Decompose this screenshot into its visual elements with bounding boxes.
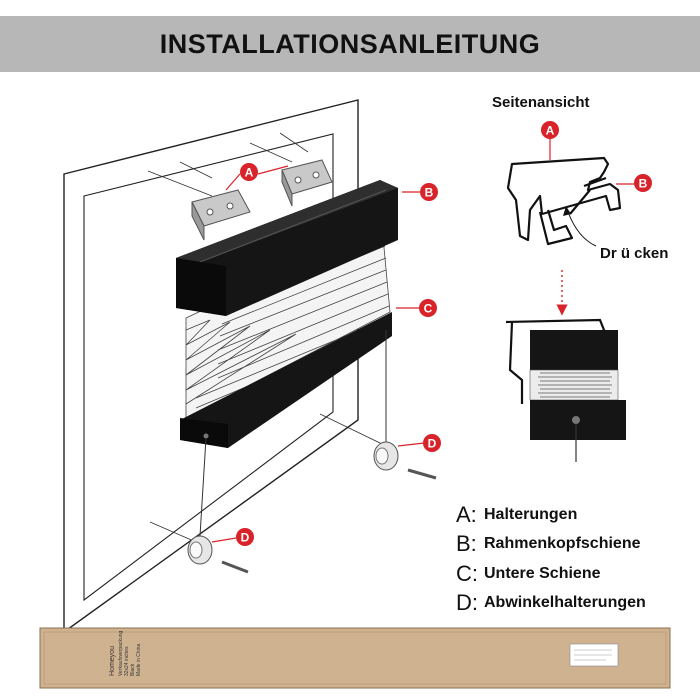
press-arrow	[567, 211, 597, 247]
legend-text: Abwinkelhalterungen	[484, 594, 646, 612]
marker-d-left-label: D	[241, 531, 250, 545]
package-box	[39, 627, 671, 689]
package-line-4: Made in China	[136, 644, 142, 676]
legend-row-a: A: Halterungen	[456, 500, 696, 530]
marker-b-side-label: B	[639, 177, 648, 191]
marker-a-side: A	[541, 121, 559, 160]
marker-c-main: C	[396, 299, 437, 317]
legend-key: B:	[456, 531, 477, 557]
package-brand: Homeyou	[109, 646, 116, 676]
head-rail	[176, 180, 398, 316]
legend-text: Rahmenkopfschiene	[484, 535, 641, 553]
cord-anchor-right	[373, 441, 437, 480]
page-title: INSTALLATIONSANLEITUNG	[159, 28, 541, 59]
side-view-profile	[506, 156, 622, 246]
marker-d-left: D	[211, 528, 254, 546]
package-line-3: Black	[130, 663, 136, 676]
marker-a-side-label: A	[546, 124, 555, 138]
press-label: Dr ü cken	[600, 245, 669, 262]
cord-anchor-left	[187, 535, 249, 574]
marker-d-right: D	[397, 434, 441, 452]
marker-a-main: A	[225, 163, 289, 191]
bracket-left	[191, 189, 251, 241]
legend-text: Untere Schiene	[484, 564, 601, 582]
window-frame	[63, 99, 359, 634]
legend-row-b: B: Rahmenkopfschiene	[456, 530, 696, 560]
press-arrow-head	[563, 206, 571, 216]
marker-a-label: A	[245, 166, 254, 180]
package-label: Homeyou Verkaufsverpackung 32x24 inches …	[109, 630, 142, 676]
side-view-title: Seitenansicht	[492, 94, 590, 111]
header-banner: INSTALLATIONSANLEITUNG	[0, 16, 700, 72]
legend-row-d: D: Abwinkelhalterungen	[456, 589, 696, 619]
legend-text: Halterungen	[484, 505, 578, 523]
side-view-assembled	[505, 318, 626, 462]
marker-c-label: C	[424, 302, 433, 316]
legend-key: D:	[456, 590, 478, 616]
package-line-1: Verkaufsverpackung	[118, 630, 124, 676]
legend-key: A:	[456, 501, 477, 527]
legend: A: Halterungen B: Rahmenkopfschiene C: U…	[456, 500, 696, 618]
package-line-2: 32x24 inches	[124, 646, 130, 676]
bracket-right	[281, 159, 333, 207]
bottom-rail	[180, 312, 392, 448]
legend-key: C:	[456, 560, 478, 586]
marker-b-side: B	[616, 174, 652, 192]
guide-lines	[147, 132, 383, 543]
legend-row-c: C: Untere Schiene	[456, 559, 696, 589]
cords	[199, 330, 387, 537]
marker-d-right-label: D	[428, 437, 437, 451]
marker-b-label: B	[425, 186, 434, 200]
marker-b-main: B	[402, 183, 438, 201]
